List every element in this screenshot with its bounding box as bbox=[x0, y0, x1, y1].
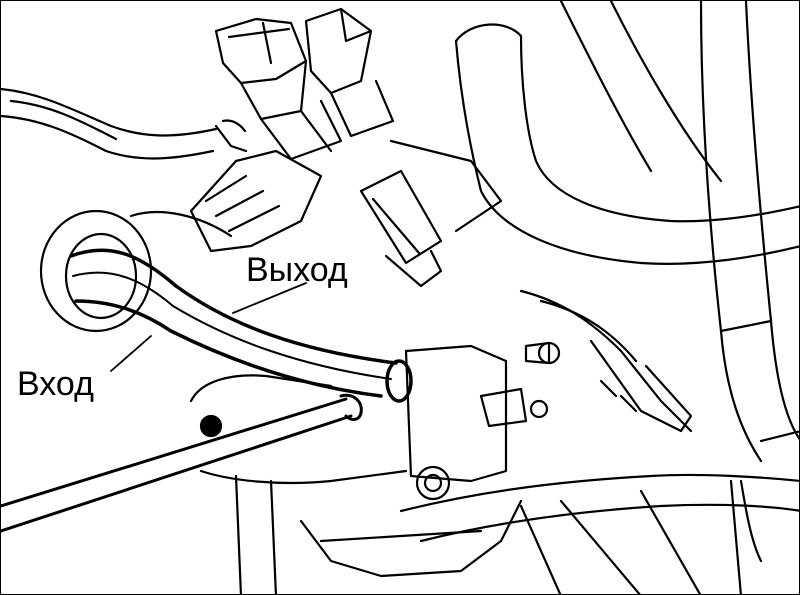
screwdriver bbox=[1, 393, 363, 533]
engine-block bbox=[404, 289, 693, 483]
bolt-studs bbox=[199, 341, 561, 501]
pipe-clip-center bbox=[359, 139, 503, 288]
leader-lines bbox=[110, 282, 307, 372]
hose-upper-right bbox=[454, 1, 799, 265]
thermostat-housing bbox=[39, 209, 233, 333]
label-outlet: Выход bbox=[246, 251, 348, 289]
coolant-hose bbox=[69, 248, 413, 403]
electrical-connector-center bbox=[304, 7, 395, 138]
lower-frame bbox=[399, 430, 799, 594]
hose-right-vertical bbox=[699, 1, 799, 463]
wiring-harness-top-left bbox=[1, 87, 218, 160]
electrical-connector-top bbox=[214, 17, 343, 161]
lower-bracket bbox=[189, 374, 523, 594]
leader-inlet bbox=[110, 335, 152, 372]
label-inlet: Вход bbox=[17, 365, 94, 403]
electrical-connector-left bbox=[189, 119, 323, 253]
leader-outlet bbox=[232, 282, 307, 314]
